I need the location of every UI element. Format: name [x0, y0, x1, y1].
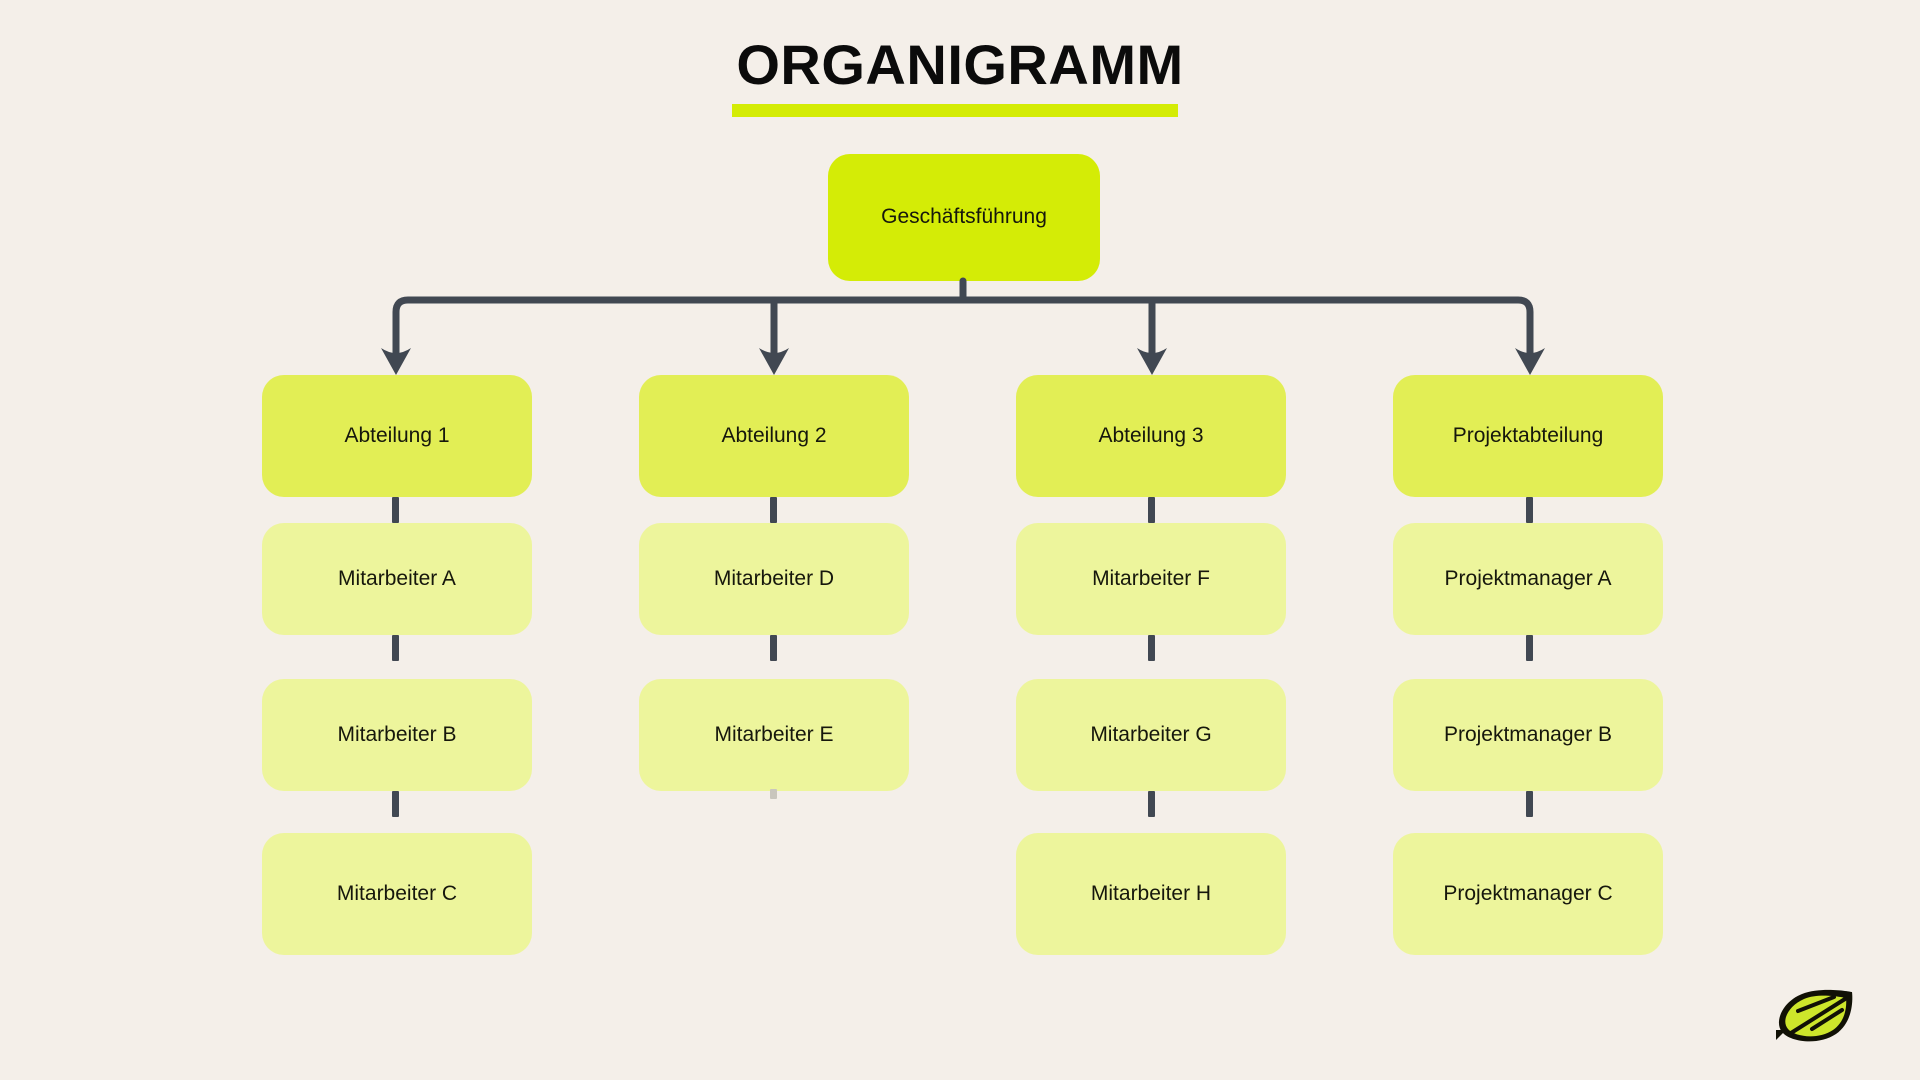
node-staff-1-1[interactable]: Mitarbeiter A	[262, 523, 532, 635]
node-staff-3-2[interactable]: Mitarbeiter G	[1016, 679, 1286, 791]
node-staff-3-1[interactable]: Mitarbeiter F	[1016, 523, 1286, 635]
node-root-label: Geschäftsführung	[881, 205, 1047, 229]
node-department-1-label: Abteilung 1	[344, 423, 450, 447]
connector-col3-staff2-to-staff3	[1148, 791, 1155, 817]
node-department-4[interactable]: Projektabteilung	[1393, 375, 1663, 497]
node-department-3[interactable]: Abteilung 3	[1016, 375, 1286, 497]
node-department-1[interactable]: Abteilung 1	[262, 375, 532, 497]
node-staff-1-3[interactable]: Mitarbeiter C	[262, 833, 532, 955]
node-staff-2-1[interactable]: Mitarbeiter D	[639, 523, 909, 635]
node-department-3-label: Abteilung 3	[1098, 423, 1204, 447]
node-staff-4-1-label: Projektmanager A	[1444, 566, 1612, 590]
node-staff-4-2-label: Projektmanager B	[1443, 722, 1613, 746]
node-department-2[interactable]: Abteilung 2	[639, 375, 909, 497]
node-staff-1-3-label: Mitarbeiter C	[336, 881, 458, 905]
node-staff-4-2[interactable]: Projektmanager B	[1393, 679, 1663, 791]
node-staff-3-3[interactable]: Mitarbeiter H	[1016, 833, 1286, 955]
node-staff-1-2-label: Mitarbeiter B	[337, 722, 457, 746]
connector-col4-staff1-to-staff2	[1526, 635, 1533, 661]
node-staff-3-3-label: Mitarbeiter H	[1090, 881, 1212, 905]
node-staff-1-1-label: Mitarbeiter A	[338, 566, 456, 590]
connector-col1-staff1-to-staff2	[392, 635, 399, 661]
title-block: ORGANIGRAMM	[0, 33, 1920, 96]
connector-col4-dept-to-staff1	[1526, 497, 1533, 523]
page-title: ORGANIGRAMM	[736, 33, 1184, 96]
node-staff-1-2[interactable]: Mitarbeiter B	[262, 679, 532, 791]
node-department-2-label: Abteilung 2	[721, 423, 827, 447]
node-staff-4-3[interactable]: Projektmanager C	[1393, 833, 1663, 955]
leaf-icon	[1776, 989, 1853, 1042]
node-root[interactable]: Geschäftsführung	[828, 154, 1100, 281]
connector-col3-staff1-to-staff2	[1148, 635, 1155, 661]
connector-col3-dept-to-staff1	[1148, 497, 1155, 523]
node-staff-2-2-label: Mitarbeiter E	[714, 722, 834, 746]
title-underline	[732, 104, 1178, 117]
node-staff-4-1[interactable]: Projektmanager A	[1393, 523, 1663, 635]
connector-col2-dept-to-staff1	[770, 497, 777, 523]
node-staff-3-1-label: Mitarbeiter F	[1092, 566, 1210, 590]
node-staff-3-2-label: Mitarbeiter G	[1090, 722, 1212, 746]
node-department-4-label: Projektabteilung	[1452, 423, 1604, 447]
connector-col4-staff2-to-staff3	[1526, 791, 1533, 817]
node-staff-2-1-label: Mitarbeiter D	[713, 566, 835, 590]
node-staff-4-3-label: Projektmanager C	[1443, 881, 1613, 905]
connector-col1-dept-to-staff1	[392, 497, 399, 523]
node-staff-2-2[interactable]: Mitarbeiter E	[639, 679, 909, 791]
connector-col2-staff1-to-staff2	[770, 635, 777, 661]
connector-col1-staff2-to-staff3	[392, 791, 399, 817]
connector-col2-staff2-trailing	[770, 789, 777, 799]
